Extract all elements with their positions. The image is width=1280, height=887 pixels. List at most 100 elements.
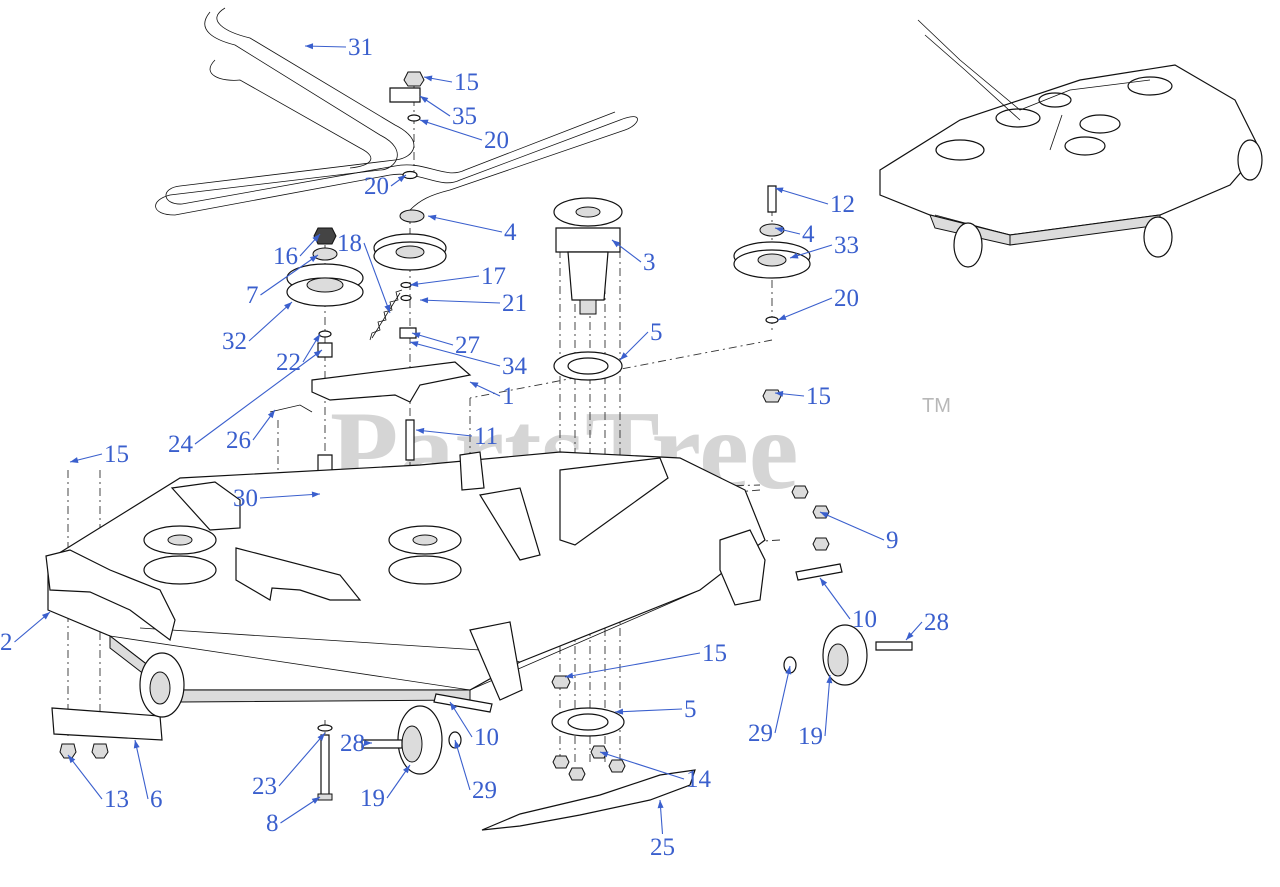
callout-arrowhead (820, 512, 829, 518)
callout-arrowhead (657, 800, 664, 809)
callout-leader (363, 242, 391, 314)
callout-label: 19 (360, 785, 385, 812)
callout-label: 19 (798, 723, 823, 750)
assembled-deck-thumbnail (880, 20, 1262, 267)
callout-29: 29 (454, 739, 497, 804)
callout-label: 20 (364, 173, 389, 200)
callout-label: 21 (502, 290, 527, 317)
callout-label: 20 (834, 285, 859, 312)
callout-arrowhead (906, 632, 914, 640)
callout-arrowhead (428, 214, 437, 221)
callout-leader (409, 275, 480, 286)
callout-4: 4 (774, 221, 815, 248)
callout-20: 20 (777, 285, 859, 321)
callout-15: 15 (69, 441, 129, 468)
callout-leader (415, 429, 473, 437)
callout-1: 1 (469, 381, 515, 410)
callout-leader (259, 493, 321, 499)
callout-arrowhead (424, 75, 433, 82)
callout-28: 28 (340, 730, 372, 757)
callout-3: 3 (611, 239, 656, 276)
center-idler-pulley (374, 210, 446, 338)
callout-label: 17 (481, 263, 506, 290)
callout-5: 5 (614, 696, 697, 723)
callout-leader (774, 665, 791, 734)
callout-arrowhead (775, 390, 784, 397)
callout-arrowhead (790, 252, 799, 259)
callout-label: 15 (454, 69, 479, 96)
callout-34: 34 (409, 341, 528, 380)
callout-16: 16 (273, 233, 321, 270)
callout-21: 21 (419, 290, 527, 317)
callout-arrowhead (820, 578, 828, 587)
callout-label: 28 (340, 730, 365, 757)
callout-33: 33 (789, 232, 859, 259)
callout-arrowhead (826, 675, 833, 684)
callout-35: 35 (419, 95, 477, 130)
callout-20: 20 (364, 173, 407, 200)
callout-arrowhead (410, 341, 419, 347)
callout-label: 20 (484, 127, 509, 154)
callout-arrowhead (420, 297, 429, 304)
blade-25 (482, 770, 695, 830)
callout-label: 6 (150, 786, 163, 813)
callout-label: 32 (222, 328, 247, 355)
callout-32: 32 (222, 301, 293, 355)
callout-label: 18 (337, 230, 362, 257)
callout-arrowhead (70, 457, 79, 463)
callout-leader (819, 511, 885, 541)
callout-6: 6 (133, 739, 163, 813)
callout-arrowhead (267, 410, 275, 419)
callout-label: 30 (233, 485, 258, 512)
callout-leader (427, 215, 503, 233)
callout-leader (774, 187, 829, 205)
callout-31: 31 (304, 34, 373, 61)
callout-label: 34 (502, 353, 528, 380)
callout-arrowhead (284, 302, 292, 310)
callout-15: 15 (564, 640, 727, 679)
callout-arrowhead (397, 175, 406, 183)
callout-label: 29 (472, 777, 497, 804)
callout-9: 9 (819, 511, 899, 554)
callout-label: 5 (684, 696, 697, 723)
callout-arrowhead (600, 751, 609, 758)
bolts-and-washers (318, 486, 842, 800)
callout-4: 4 (427, 214, 517, 246)
callout-arrowhead (615, 708, 624, 715)
callout-label: 15 (702, 640, 727, 667)
callout-19: 19 (798, 674, 833, 750)
callout-arrowhead (311, 491, 320, 498)
callout-label: 28 (924, 609, 949, 636)
callout-7: 7 (246, 254, 319, 309)
callout-label: 8 (266, 810, 279, 837)
callout-label: 15 (104, 441, 129, 468)
callout-arrowhead (410, 280, 419, 287)
callout-15: 15 (423, 69, 479, 96)
callout-leader (564, 652, 701, 678)
callout-5: 5 (619, 319, 663, 361)
callout-leader (599, 751, 685, 780)
callout-18: 18 (337, 230, 391, 314)
callout-label: 3 (643, 249, 656, 276)
callout-arrowhead (612, 240, 621, 248)
callout-arrowhead (775, 187, 784, 194)
callout-arrowhead (364, 740, 372, 746)
callout-arrowhead (420, 119, 429, 126)
callout-leader (248, 301, 293, 342)
callout-arrowhead (313, 350, 322, 358)
callout-19: 19 (360, 764, 411, 812)
callout-label: 10 (474, 724, 499, 751)
callout-label: 1 (502, 383, 515, 410)
callout-label: 7 (246, 282, 259, 309)
callout-arrowhead (68, 755, 76, 764)
callout-label: 24 (168, 431, 194, 458)
callout-leader (419, 119, 483, 141)
callout-arrowhead (309, 255, 318, 263)
callout-leader (824, 674, 831, 737)
callout-arrowhead (785, 666, 792, 675)
deck-pulley-left (144, 526, 216, 584)
callout-arrowhead (775, 226, 784, 233)
